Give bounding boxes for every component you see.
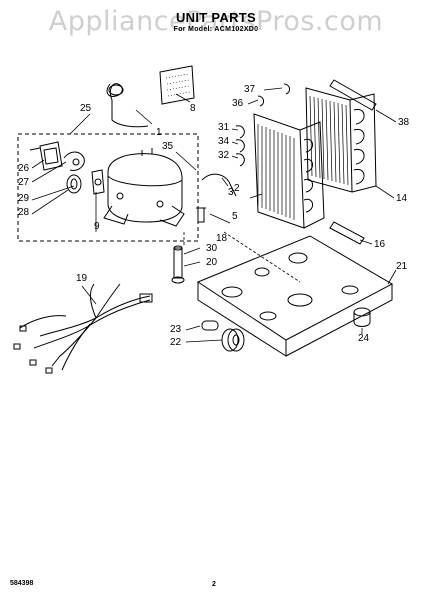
part-seal-strip-bottom [329, 221, 365, 245]
part-grommet [91, 169, 105, 195]
part-terminal-cover [29, 141, 63, 171]
callout-label: 26 [18, 163, 30, 174]
callout-label: 9 [94, 221, 100, 232]
callout-label: 2 [234, 183, 240, 194]
callout-label: 27 [18, 177, 30, 188]
part-clip [66, 174, 82, 194]
callout-label: 37 [244, 84, 256, 95]
document-number: 584398 [10, 580, 34, 587]
callout-label: 35 [162, 141, 174, 152]
compressor-group-box [17, 133, 199, 242]
page-number: 2 [212, 581, 216, 588]
diagram-title: UNIT PARTS [175, 10, 257, 25]
callout-label: 21 [396, 261, 408, 272]
callout-label: 34 [218, 136, 230, 147]
part-overload [63, 151, 85, 171]
callout-label: 32 [218, 150, 230, 161]
part-clip-31 [235, 125, 245, 139]
watermark: AppliancePartsPros.com [48, 6, 384, 37]
callout-label: 8 [190, 103, 196, 114]
part-base-pan [196, 235, 394, 357]
diagram-subtitle: For Model: ACM102XD0 [173, 26, 259, 33]
callout-label: 20 [206, 257, 218, 268]
callout-label: 16 [374, 239, 386, 250]
part-clip-32 [235, 153, 245, 167]
part-insulation-pad [159, 65, 195, 105]
callout-label: 22 [170, 337, 182, 348]
part-foot [353, 307, 371, 327]
callout-label: 18 [216, 233, 228, 244]
part-wiring-harness [13, 283, 153, 374]
part-screw [196, 207, 206, 223]
part-compressor [103, 148, 185, 227]
part-clip-36 [257, 95, 265, 107]
callout-label: 30 [206, 243, 218, 254]
part-tubing [106, 83, 149, 128]
callout-label: 29 [18, 193, 30, 204]
callout-label: 31 [218, 122, 230, 133]
part-evaporator-coil [305, 87, 377, 193]
callout-label: 3 [228, 187, 234, 198]
part-mount-stud [171, 245, 185, 284]
callout-label: 38 [398, 117, 410, 128]
part-capillary [201, 173, 237, 197]
part-fan-hub [221, 328, 245, 352]
callout-label: 24 [358, 333, 370, 344]
callout-label: 28 [18, 207, 30, 218]
part-clip-34 [235, 139, 245, 153]
callout-label: 36 [232, 98, 244, 109]
part-clip-37 [283, 83, 291, 95]
callout-label: 23 [170, 324, 182, 335]
part-seal-strip-top [329, 79, 377, 111]
callout-label: 19 [76, 273, 88, 284]
part-condenser-coil [253, 113, 325, 229]
callout-label: 5 [232, 211, 238, 222]
callout-label: 25 [80, 103, 92, 114]
part-drain-tube [201, 320, 219, 331]
callout-label: 14 [396, 193, 408, 204]
callout-label: 1 [156, 127, 162, 138]
